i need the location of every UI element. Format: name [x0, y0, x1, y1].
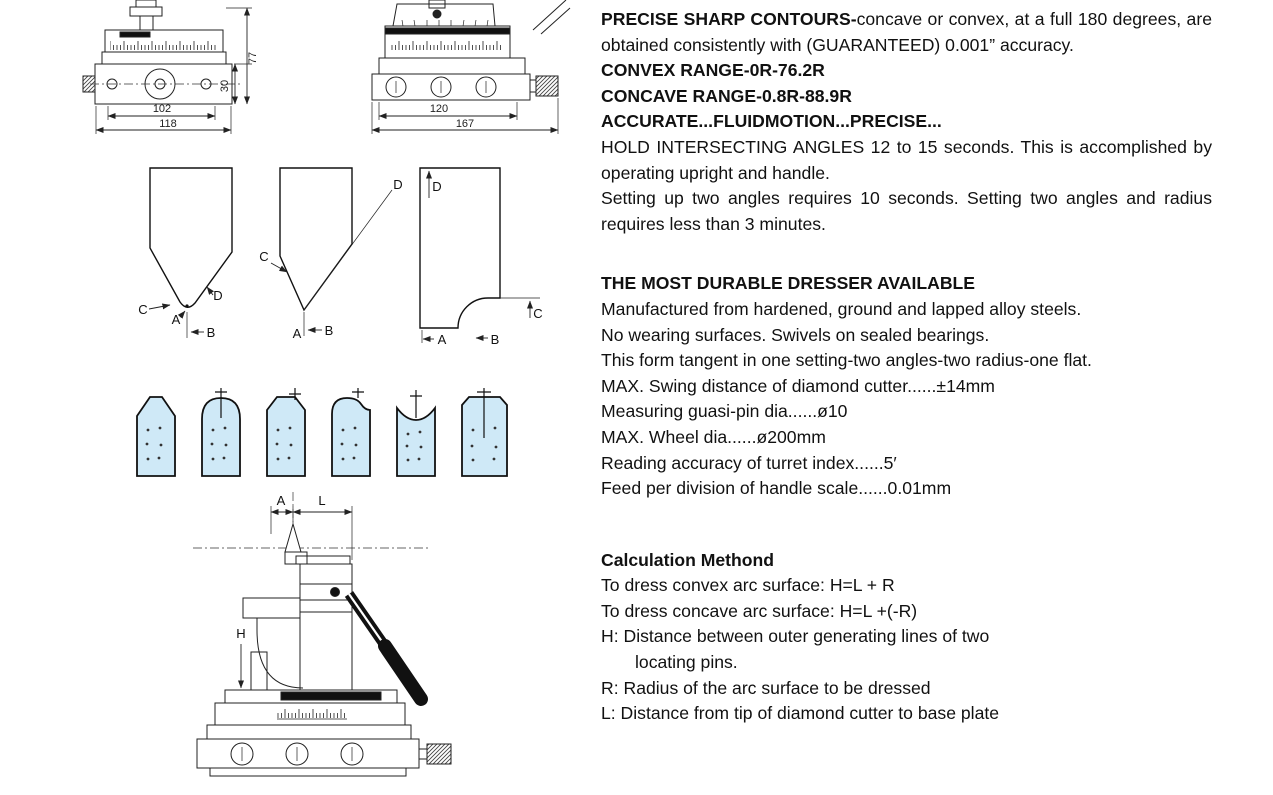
- spec-line: No wearing surfaces. Swivels on sealed b…: [601, 324, 990, 345]
- calc-line: To dress concave arc surface: H=L +(-R): [601, 600, 918, 621]
- label-h: H: [236, 626, 245, 641]
- top-view-body: [371, 0, 571, 101]
- spec-line: Measuring guasi-pin dia......ø10: [601, 401, 848, 422]
- label-a: A: [293, 326, 302, 341]
- spec-text-column: PRECISE SHARP CONTOURS-concave or convex…: [601, 7, 1212, 727]
- label-d: D: [213, 288, 222, 303]
- form-icon-4: [331, 397, 371, 477]
- spec-line: Manufactured from hardened, ground and l…: [601, 298, 1082, 319]
- durable-heading: THE MOST DURABLE DRESSER AVAILABLE: [601, 273, 976, 294]
- convex-range-line: CONVEX RANGE-0R-76.2R: [601, 60, 825, 81]
- dim-width-inner: 102: [153, 103, 171, 115]
- calc-dimensions: A L H: [236, 493, 353, 689]
- wheel-profile-diagrams: C A D B D C A B C D A B: [138, 167, 543, 347]
- form-icons-group: [136, 396, 508, 477]
- form-icon-5: [396, 405, 436, 477]
- label-l: L: [318, 493, 325, 508]
- label-a: A: [172, 312, 181, 327]
- calc-line: L: Distance from tip of diamond cutter t…: [601, 703, 1000, 724]
- calculation-block: Calculation Methond To dress convex arc …: [601, 548, 1212, 727]
- calc-line: H: Distance between outer generating lin…: [601, 626, 990, 647]
- top-view-dimensions: 120 167: [371, 98, 559, 134]
- calculation-heading: Calculation Methond: [601, 549, 774, 570]
- label-b: B: [325, 323, 334, 338]
- label-c: C: [138, 302, 147, 317]
- calculation-diagram: A L H: [193, 492, 452, 777]
- wheel-profile-concave: C D A B: [419, 167, 543, 347]
- wheel-profile-angle: D C A B: [259, 167, 403, 341]
- intro-paragraph: PRECISE SHARP CONTOURS-concave or convex…: [601, 7, 1212, 58]
- front-view-drawing: 102 118 77 30: [82, 0, 259, 134]
- spec-line: Feed per division of handle scale......0…: [601, 478, 952, 499]
- calc-line: R: Radius of the arc surface to be dress…: [601, 677, 931, 698]
- spec-line: MAX. Swing distance of diamond cutter...…: [601, 375, 995, 396]
- dressed-form-icons: [136, 388, 508, 477]
- durable-block: THE MOST DURABLE DRESSER AVAILABLE Manuf…: [601, 271, 1212, 501]
- front-view-body: [82, 0, 233, 105]
- label-b: B: [491, 332, 500, 347]
- front-view-dimensions: 102 118 77 30: [95, 7, 259, 134]
- form-icon-3: [266, 396, 306, 477]
- label-a: A: [277, 493, 286, 508]
- dim-width-inner: 120: [430, 103, 448, 115]
- range-block: CONVEX RANGE-0R-76.2R CONCAVE RANGE-0.8R…: [601, 58, 1212, 237]
- spec-line: This form tangent in one setting-two ang…: [601, 350, 1092, 371]
- hold-angles-paragraph: HOLD INTERSECTING ANGLES 12 to 15 second…: [601, 136, 1212, 183]
- label-c: C: [533, 306, 542, 321]
- spec-line: Reading accuracy of turret index......5′: [601, 452, 897, 473]
- wheel-profile-convex: C A D B: [138, 167, 233, 340]
- form-icon-cross-marks: [215, 388, 491, 438]
- accurate-line: ACCURATE...FLUIDMOTION...PRECISE...: [601, 111, 942, 132]
- dim-width-outer: 118: [159, 118, 177, 130]
- top-view-drawing: 120 167: [371, 0, 571, 134]
- operating-handle: [344, 591, 428, 706]
- calc-body: [242, 522, 353, 691]
- intro-text: concave or convex, at a full 180 degrees…: [601, 9, 1212, 55]
- setting-paragraph: Setting up two angles requires 10 second…: [601, 188, 1212, 234]
- intro-heading: PRECISE SHARP CONTOURS-: [601, 9, 857, 29]
- calc-line: To dress convex arc surface: H=L + R: [601, 575, 895, 596]
- calc-line-continuation: locating pins.: [635, 652, 738, 673]
- label-d: D: [393, 177, 402, 192]
- dim-width-outer: 167: [456, 118, 474, 130]
- label-d: D: [432, 179, 441, 194]
- dim-height-base: 30: [219, 80, 231, 92]
- label-c: C: [259, 249, 268, 264]
- label-a: A: [438, 332, 447, 347]
- form-icon-1: [136, 396, 176, 477]
- concave-range-line: CONCAVE RANGE-0.8R-88.9R: [601, 85, 852, 106]
- label-b: B: [207, 325, 216, 340]
- calc-base-assembly: [196, 689, 452, 777]
- spec-line: MAX. Wheel dia......ø200mm: [601, 426, 826, 447]
- form-icon-dots: [145, 426, 498, 462]
- dim-height-total: 77: [247, 52, 259, 64]
